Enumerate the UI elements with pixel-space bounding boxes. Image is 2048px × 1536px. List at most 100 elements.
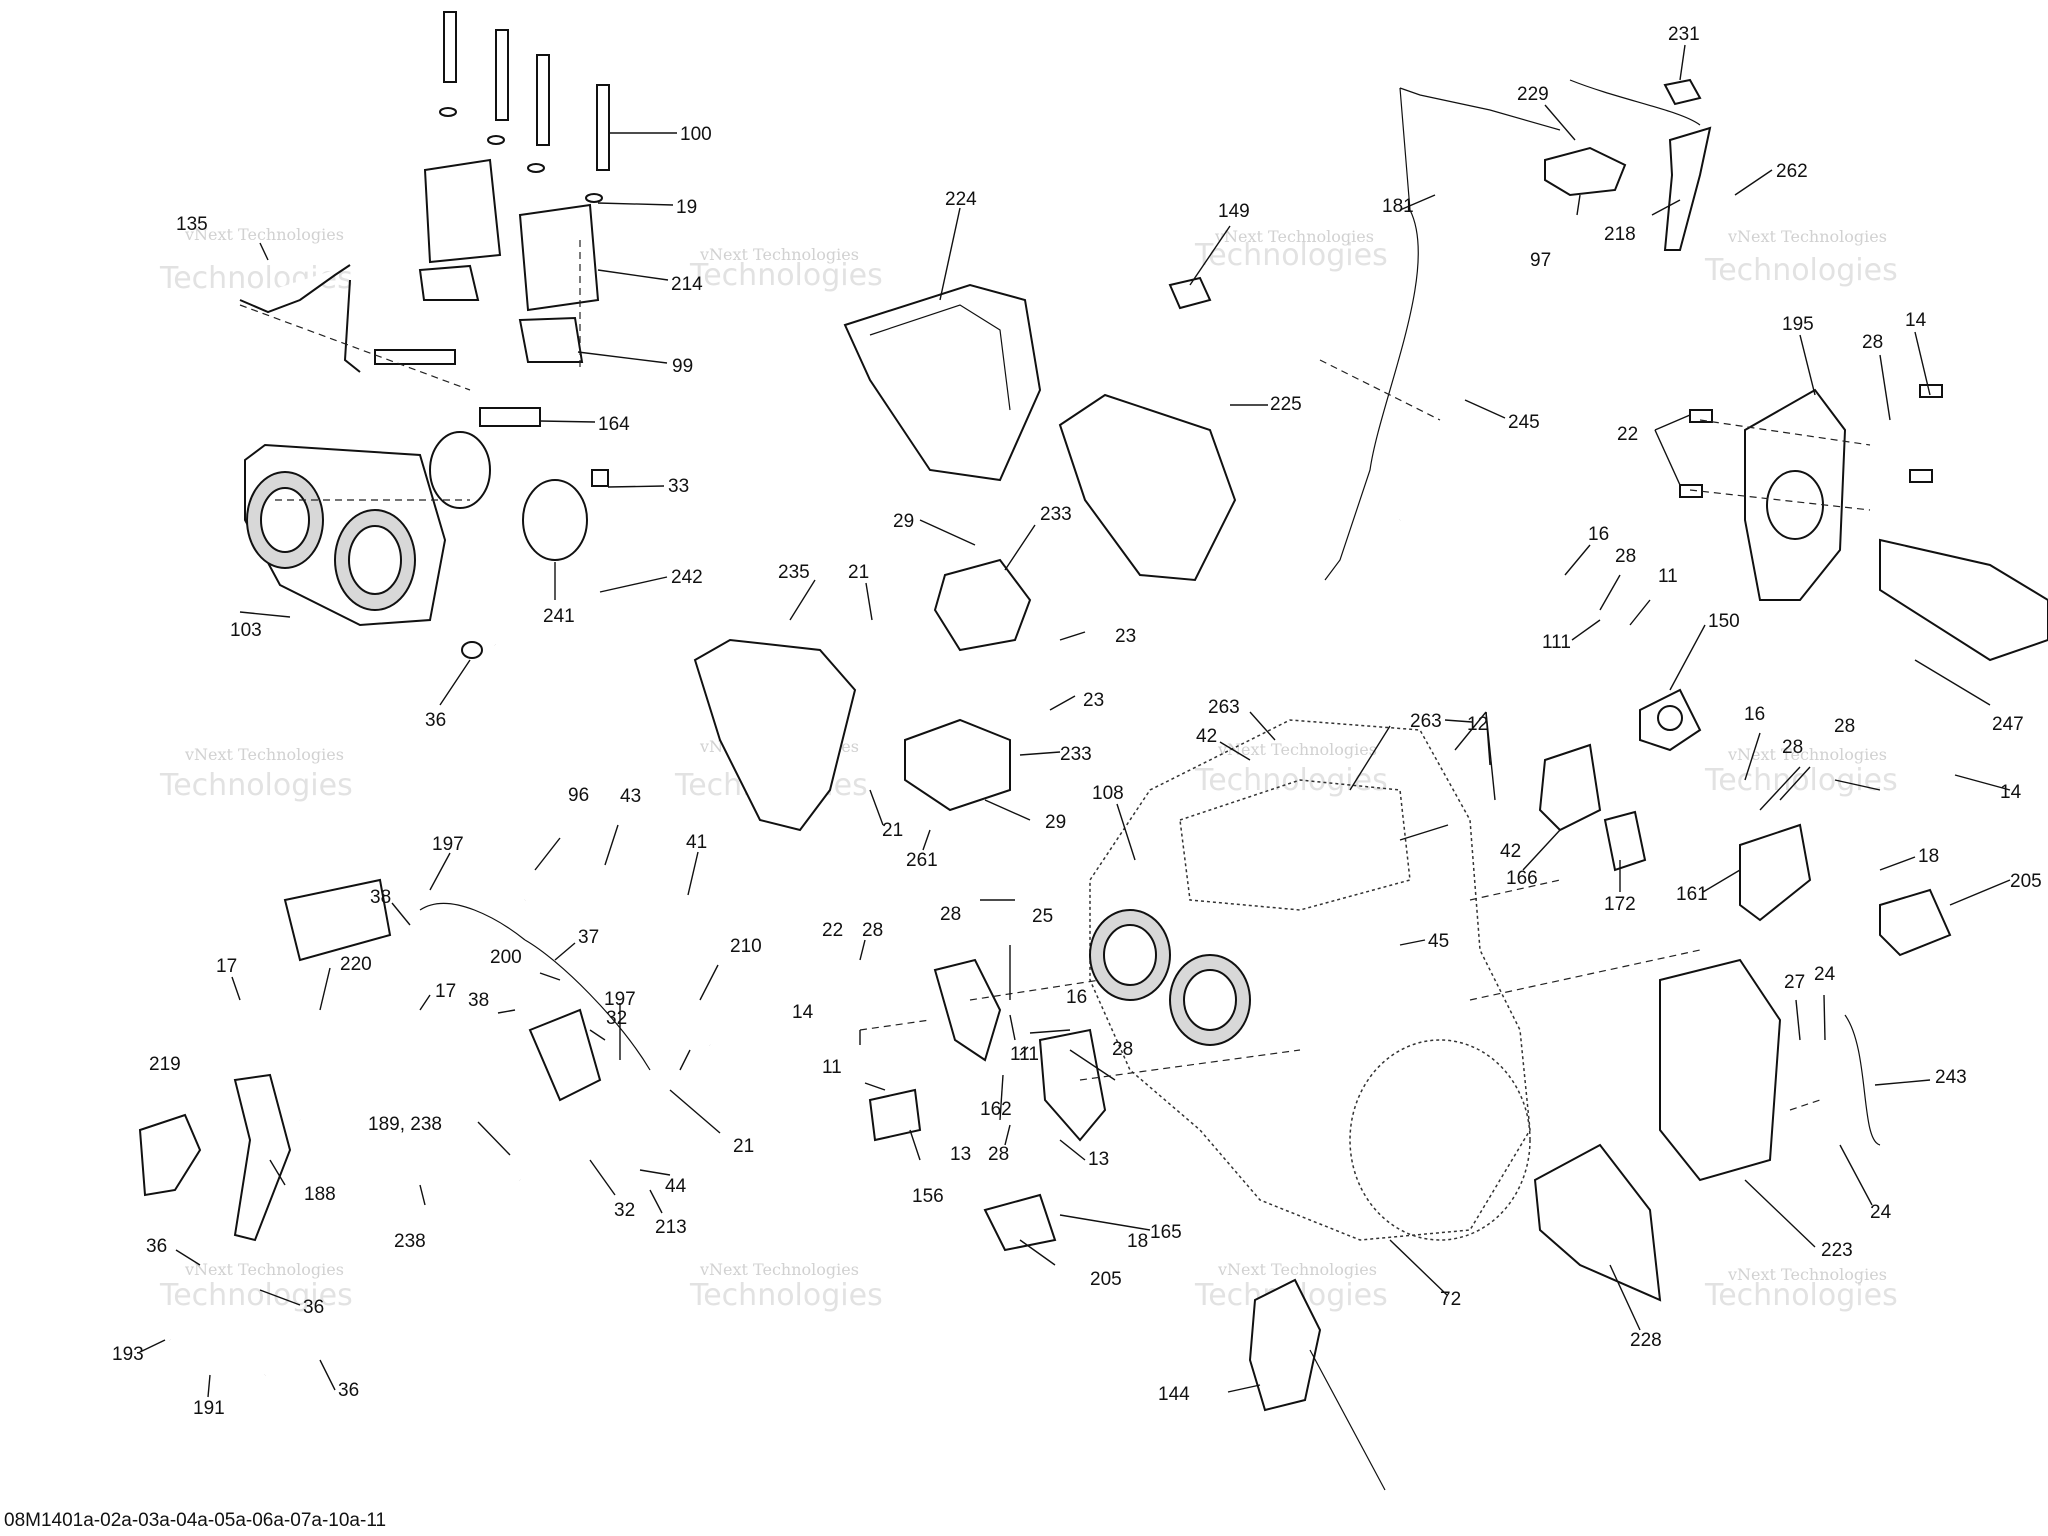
- callout-29: 29: [1045, 812, 1066, 833]
- watermark-big: Technologies: [689, 1278, 883, 1313]
- sensor-149: [1168, 276, 1212, 310]
- watermark-small: vNext Technologies: [1727, 745, 1887, 764]
- watermark-small: vNext Technologies: [184, 745, 344, 764]
- callout-18: 18: [1918, 846, 1939, 867]
- callout-200: 200: [490, 947, 522, 968]
- callout-262: 262: [1776, 161, 1808, 182]
- callout-41: 41: [686, 832, 707, 853]
- hoses-left: [283, 878, 714, 1102]
- throttle-body: [244, 443, 447, 627]
- callout-181: 181: [1382, 196, 1414, 217]
- ignition-coil-bolts: [439, 11, 610, 203]
- watermark-big: Technologies: [159, 1278, 353, 1313]
- callout-29: 29: [893, 511, 914, 532]
- watermark-small: vNext Technologies: [699, 245, 859, 264]
- callout-191: 191: [193, 1398, 225, 1419]
- callout-36: 36: [338, 1380, 359, 1401]
- ignition-coils: [418, 158, 600, 363]
- callout-21: 21: [733, 1136, 754, 1157]
- watermark: Technologies vNext Technologies: [1194, 740, 1388, 798]
- callout-197: 197: [432, 834, 464, 855]
- watermark: Technologies vNext Technologies: [159, 1260, 353, 1313]
- watermark-big: Technologies: [1194, 238, 1388, 273]
- callout-241: 241: [543, 606, 575, 627]
- callout-28: 28: [1834, 716, 1855, 737]
- callout-17: 17: [435, 981, 456, 1002]
- callout-13: 13: [950, 1144, 971, 1165]
- callout-33: 33: [668, 476, 689, 497]
- callout-24: 24: [1814, 964, 1836, 985]
- watermark: Technologies vNext Technologies: [159, 225, 353, 296]
- callout-14: 14: [1905, 310, 1927, 331]
- callout-238: 238: [394, 1231, 426, 1252]
- callout-161: 161: [1676, 884, 1708, 905]
- callout-195: 195: [1782, 314, 1814, 335]
- wiring-harness-181: [1324, 87, 1561, 581]
- watermark: Technologies vNext Technologies: [1194, 227, 1388, 273]
- engine-mount-161: [1739, 823, 1952, 957]
- watermark-small: vNext Technologies: [1727, 227, 1887, 246]
- callout-19: 19: [676, 197, 697, 218]
- callout-42: 42: [1196, 726, 1217, 747]
- callout-220: 220: [340, 954, 372, 975]
- engine-mounts-front: [868, 958, 1107, 1252]
- callout-32: 32: [614, 1200, 635, 1221]
- watermark-small: vNext Technologies: [1214, 227, 1374, 246]
- callout-42: 42: [1500, 841, 1521, 862]
- callout-28: 28: [1615, 546, 1636, 567]
- callout-229: 229: [1517, 84, 1549, 105]
- watermark: Technologies vNext Technologies: [689, 1260, 883, 1313]
- callout-36: 36: [425, 710, 446, 731]
- callout-214: 214: [671, 274, 703, 295]
- callout-156: 156: [912, 1186, 944, 1207]
- callout-23: 23: [1115, 626, 1136, 647]
- watermark: Technologies vNext Technologies: [159, 745, 353, 803]
- callout-162: 162: [980, 1099, 1012, 1120]
- document-code: 08M1401a-02a-03a-04a-05a-06a-07a-10a-11: [4, 1510, 387, 1531]
- callout-218: 218: [1604, 224, 1636, 245]
- callout-263: 263: [1410, 711, 1442, 732]
- watermark-big: Technologies: [1704, 763, 1898, 798]
- callout-108: 108: [1092, 783, 1124, 804]
- callout-233: 233: [1060, 744, 1092, 765]
- callout-72: 72: [1440, 1289, 1461, 1310]
- callout-193: 193: [112, 1344, 144, 1365]
- parts: [138, 11, 2048, 1491]
- callout-245: 245: [1508, 412, 1540, 433]
- watermark-big: Technologies: [1704, 1278, 1898, 1313]
- callout-135: 135: [176, 214, 208, 235]
- callout-28: 28: [988, 1144, 1009, 1165]
- watermark-small: vNext Technologies: [1217, 740, 1377, 759]
- callout-36: 36: [303, 1297, 324, 1318]
- callout-228: 228: [1630, 1330, 1662, 1351]
- callout-103: 103: [230, 620, 262, 641]
- callout-210: 210: [730, 936, 762, 957]
- callout-24: 24: [1870, 1202, 1892, 1223]
- callout-111: 111: [1542, 632, 1571, 653]
- callout-172: 172: [1604, 894, 1636, 915]
- callout-32: 32: [606, 1008, 627, 1029]
- callout-22: 22: [1617, 424, 1638, 445]
- callout-243: 243: [1935, 1067, 1967, 1088]
- callout-13: 13: [1088, 1149, 1109, 1170]
- callout-38: 38: [370, 887, 391, 908]
- callout-224: 224: [945, 189, 977, 210]
- engine-block: [1089, 719, 1531, 1241]
- watermark-small: vNext Technologies: [184, 1260, 344, 1279]
- callout-225: 225: [1270, 394, 1302, 415]
- callout-23: 23: [1083, 690, 1104, 711]
- callout-18: 18: [1127, 1231, 1148, 1252]
- callout-97: 97: [1530, 250, 1551, 271]
- watermark-small: vNext Technologies: [699, 1260, 859, 1279]
- spark-plug-wire: [239, 264, 541, 427]
- callout-164: 164: [598, 414, 630, 435]
- callout-37: 37: [578, 927, 599, 948]
- callout-16: 16: [1744, 704, 1765, 725]
- watermark-small: vNext Technologies: [184, 225, 344, 244]
- dipstick: [1248, 1278, 1386, 1491]
- callout-11: 11: [1658, 566, 1678, 587]
- callout-43: 43: [620, 786, 641, 807]
- ecm-module: [1533, 958, 1881, 1302]
- vent-hose: [461, 469, 609, 675]
